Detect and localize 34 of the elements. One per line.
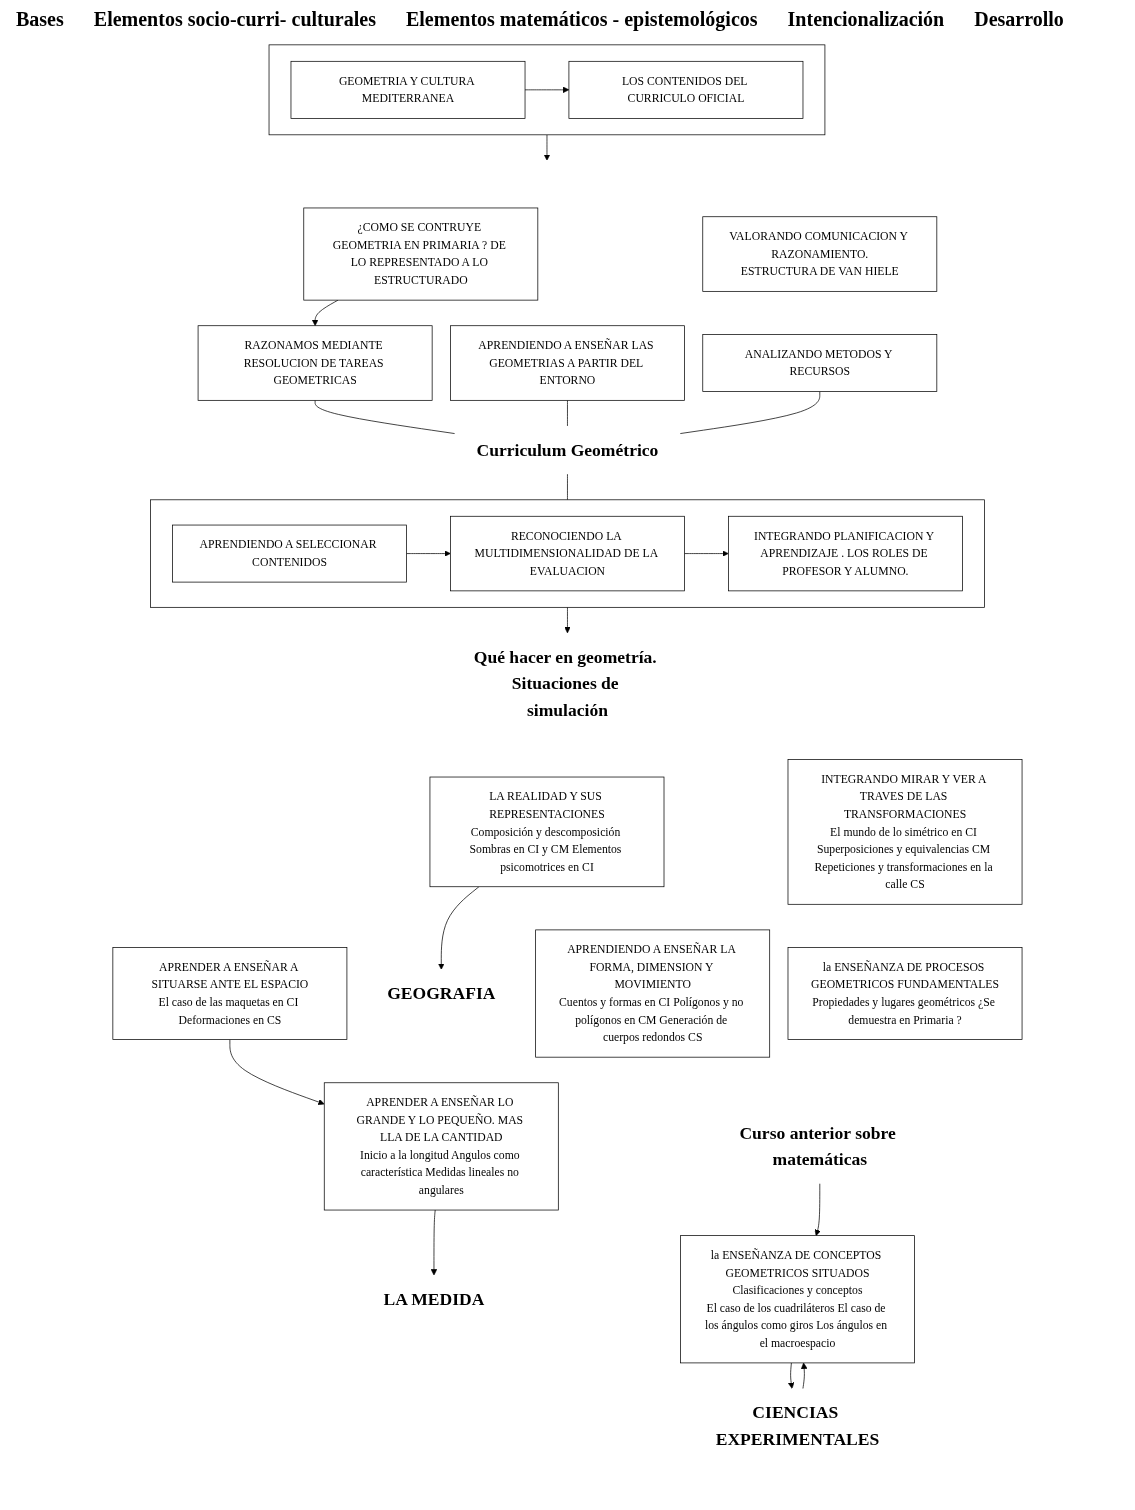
node-text: Qué hacer en geometría. Situaciones de simulación	[473, 647, 657, 720]
node-box: RAZONAMOS MEDIANTE RESOLUCION DE TAREAS GEOMETRICAS	[197, 325, 433, 401]
node-box: INTEGRANDO MIRAR Y VER A TRAVES DE LAS TRANSFORMACIONES El mundo de lo simétrico en CI Superposiciones y equivalencias CM Repeticiones y transformaciones en la calle CS	[787, 759, 1023, 905]
node-box: ANALIZANDO METODOS Y RECURSOS	[702, 334, 938, 392]
node-text: LA MEDIDA	[383, 1289, 485, 1309]
node-box: la ENSEÑANZA DE CONCEPTOS GEOMETRICOS SITUADOS Clasificaciones y conceptos El caso de los cuadriláteros El caso de los ángulos como giros Los ángulos en el macroespacio	[680, 1235, 915, 1364]
section-label: Bases	[16, 8, 64, 31]
node-box: ¿COMO SE CONTRUYE GEOMETRIA EN PRIMARIA ? DE LO REPRESENTADO A LO ESTRUCTURADO	[303, 207, 539, 301]
connector	[567, 399, 568, 427]
node-box: LOS CONTENIDOS DEL CURRICULO OFICIAL	[568, 60, 804, 119]
section-label: Elementos socio-curri- culturales	[93, 8, 376, 31]
node-text: Curriculum Geométrico	[476, 440, 659, 460]
node-box: LA REALIDAD Y SUS REPRESENTACIONES Composición y descomposición Sombras en CI y CM Elementos psicomotrices en CI	[429, 776, 665, 888]
section-label: Intencionalización	[787, 8, 945, 31]
connector	[314, 399, 455, 434]
node-text: GEOGRAFIA	[387, 984, 496, 1004]
connector	[567, 473, 568, 501]
node-text: CIENCIAS EXPERIMENTALES	[715, 1403, 880, 1449]
node-text: Curso anterior sobre matemáticas	[739, 1123, 896, 1170]
node-box: VALORANDO COMUNICACION Y RAZONAMIENTO. ESTRUCTURA DE VAN HIELE	[702, 216, 938, 292]
cluster	[150, 499, 985, 608]
node-box: APRENDER A ENSEÑAR LO GRANDE Y LO PEQUEÑO. MAS LLA DE LA CANTIDAD Inicio a la longitud Angulos como característica Medidas lineales no angulares	[323, 1082, 559, 1211]
node-box: GEOMETRIA Y CULTURA MEDITERRANEA	[290, 60, 526, 119]
section-label: Elementos matemáticos - epistemológicos	[405, 8, 758, 31]
section-label: Desarrollo	[974, 8, 1064, 31]
cluster	[268, 44, 826, 136]
node-box: APRENDIENDO A ENSEÑAR LAS GEOMETRIAS A PARTIR DEL ENTORNO	[450, 325, 685, 401]
node-box: APRENDIENDO A SELECCIONAR CONTENIDOS	[172, 524, 407, 583]
node-box: APRENDIENDO A ENSEÑAR LA FORMA, DIMENSION Y MOVIMIENTO Cuentos y formas en CI Polígonos y no polígonos en CM Generación de cuerpos redondos CS	[535, 929, 771, 1058]
node-box: RECONOCIENDO LA MULTIDIMENSIONALIDAD DE LA EVALUACION	[450, 515, 685, 592]
node-box: la ENSEÑANZA DE PROCESOS GEOMETRICOS FUNDAMENTALES Propiedades y lugares geométricos ¿Se demuestra en Primaria ?	[787, 947, 1023, 1040]
node-box: INTEGRANDO PLANIFICACION Y APRENDIZAJE . LOS ROLES DE PROFESOR Y ALUMNO.	[728, 515, 963, 592]
node-box: APRENDER A ENSEÑAR A SITUARSE ANTE EL ESPACIO El caso de las maquetas en CI Deformaciones en CS	[112, 947, 348, 1040]
connector	[680, 391, 821, 434]
